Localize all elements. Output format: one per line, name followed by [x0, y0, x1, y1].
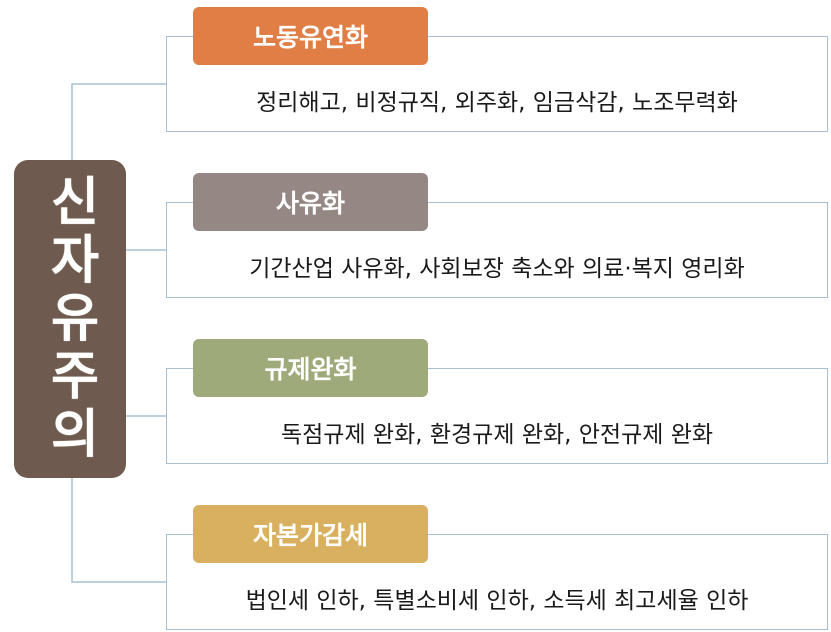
- branch-title-2: 사유화: [193, 173, 428, 231]
- root-label: 신자유주의: [39, 174, 100, 464]
- branch-title-1: 노동유연화: [193, 7, 428, 65]
- branch-box-2: 기간산업 사유화, 사회보장 축소와 의료·복지 영리화: [166, 202, 828, 298]
- connector-branch-1: [71, 83, 166, 160]
- branch-description-2: 기간산업 사유화, 사회보장 축소와 의료·복지 영리화: [249, 256, 745, 282]
- branch-title-3: 규제완화: [193, 339, 428, 397]
- branch-description-4: 법인세 인하, 특별소비세 인하, 소득세 최고세율 인하: [245, 588, 749, 614]
- branch-title-4: 자본가감세: [193, 505, 428, 563]
- branch-description-3: 독점규제 완화, 환경규제 완화, 안전규제 완화: [280, 422, 714, 448]
- branch-description-1: 정리해고, 비정규직, 외주화, 임금삭감, 노조무력화: [256, 90, 738, 116]
- connector-branch-4: [71, 478, 166, 583]
- root-node: 신자유주의: [14, 160, 126, 478]
